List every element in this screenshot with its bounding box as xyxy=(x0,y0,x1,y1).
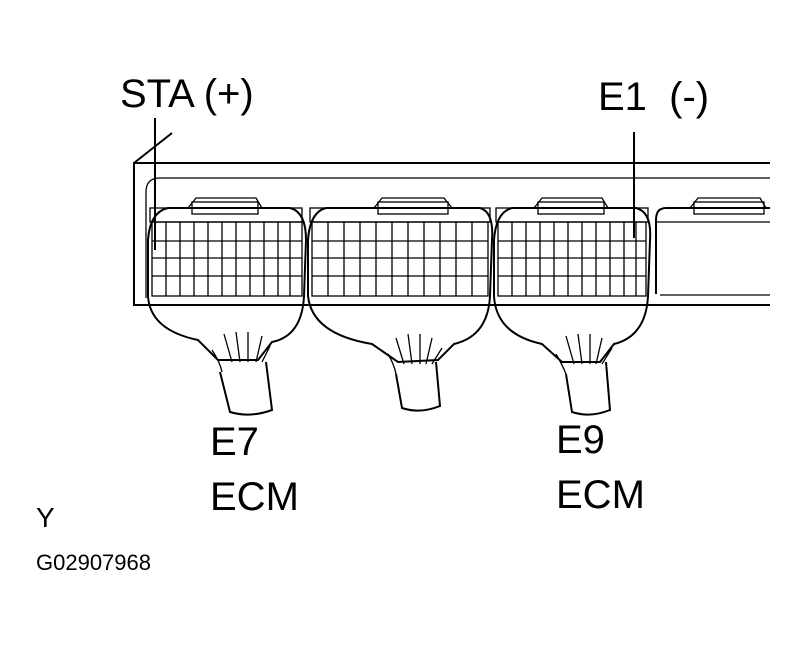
e7-pin-grid xyxy=(151,221,303,297)
middle-wire-harness xyxy=(387,333,443,412)
connector-middle xyxy=(307,197,494,412)
y-label: Y xyxy=(36,502,55,533)
e1-label: E1 (-) xyxy=(598,75,709,119)
middle-pin-grid xyxy=(311,221,489,297)
e7-ecm-label: ECM xyxy=(210,475,299,519)
sta-label: STA (+) xyxy=(120,72,254,116)
ecm-housing xyxy=(133,132,770,306)
e9-pin-grid xyxy=(497,221,647,297)
connector-e9 xyxy=(493,197,652,416)
connector-partial-right xyxy=(655,197,770,294)
figure-id: G02907968 xyxy=(36,550,151,575)
e9-wire-harness xyxy=(555,333,613,416)
connector-e7 xyxy=(147,197,308,416)
e7-wire-harness xyxy=(211,331,274,416)
e9-ecm-label: ECM xyxy=(556,473,645,517)
e9-label: E9 xyxy=(556,418,605,462)
e7-label: E7 xyxy=(210,420,259,464)
